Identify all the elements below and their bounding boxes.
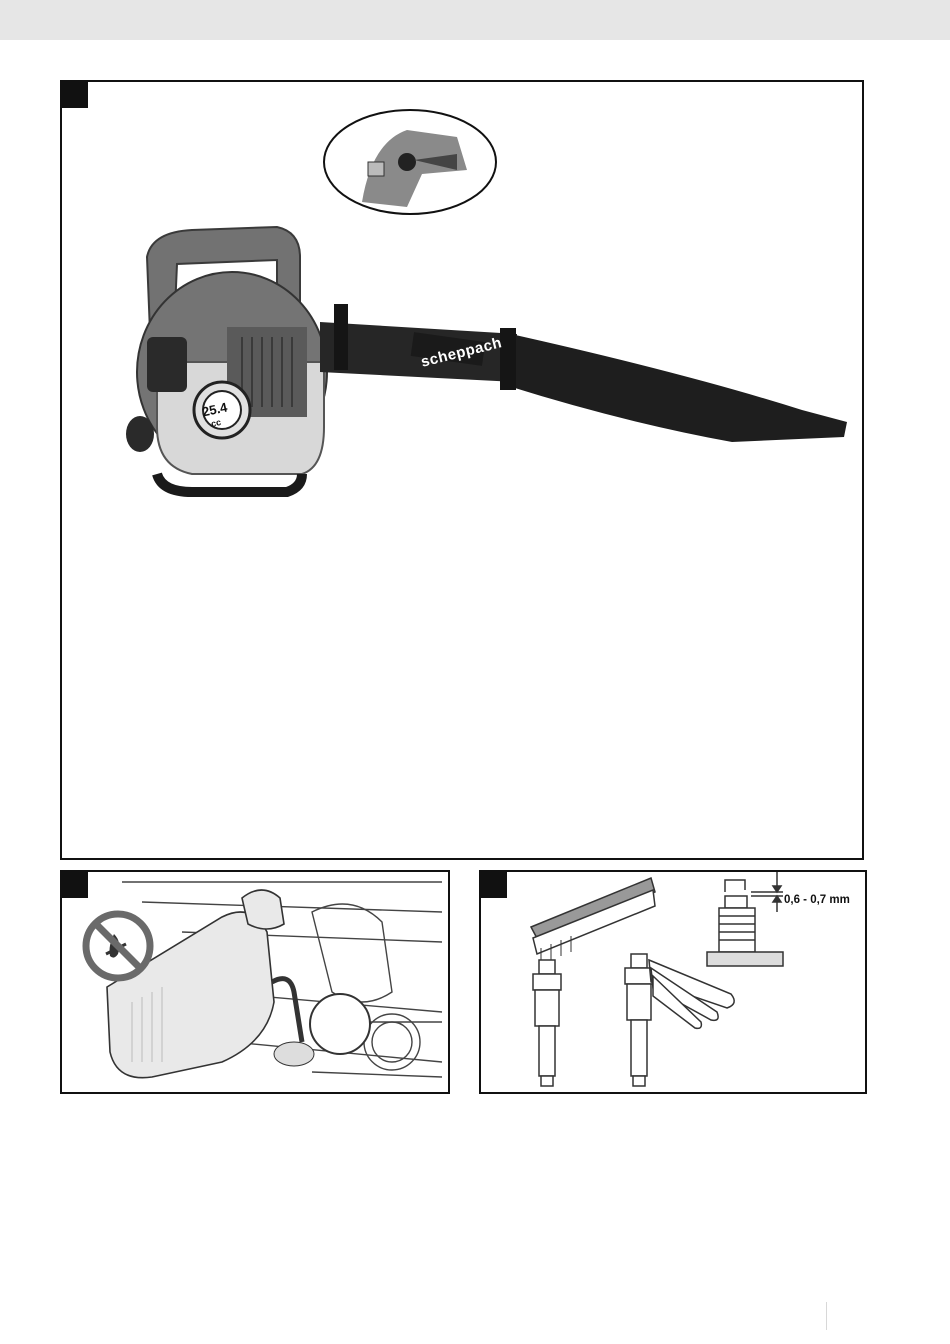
wire-brush	[531, 878, 655, 962]
brand-logo-inset: scheppach	[77, 710, 145, 725]
spark-plug-right	[625, 954, 653, 1086]
feeler-gauge	[649, 960, 734, 1028]
figure-a-panel: scheppach 25.4 cc scheppach	[60, 80, 864, 860]
leaf-blower-photo	[126, 227, 847, 492]
throttle-detail-zoom	[324, 110, 496, 214]
top-gray-band	[0, 0, 950, 40]
figure-c-panel: 0,6 - 0,7 mm	[479, 870, 867, 1094]
figure-a-drawing	[62, 82, 862, 858]
figure-b-panel	[60, 870, 450, 1094]
spark-plug-gap-label: 0,6 - 0,7 mm	[784, 894, 850, 906]
page-edge-rule	[826, 1302, 827, 1330]
no-open-flame-icon	[78, 906, 158, 986]
engine-badge-unit: cc	[210, 417, 222, 429]
spark-plug-left	[533, 960, 561, 1086]
spark-plug-gap-detail	[707, 872, 783, 966]
